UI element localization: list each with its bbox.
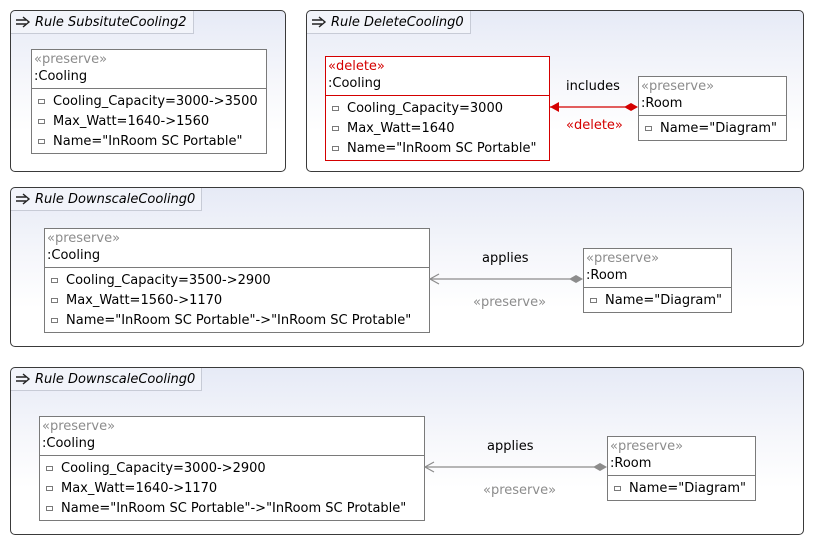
attribute-text: Name="InRoom SC Portable"->"InRoom SC Pr… bbox=[66, 312, 412, 328]
node-stereotype: «preserve» bbox=[586, 251, 660, 266]
node-attribute[interactable]: Max_Watt=1640 bbox=[332, 118, 549, 138]
attribute-text: Max_Watt=1640 bbox=[347, 120, 455, 136]
node-attribute[interactable]: Max_Watt=1640->1170 bbox=[46, 478, 424, 498]
rule-arrow-icon bbox=[16, 16, 31, 28]
rule-panel-subsitute-cooling2[interactable]: Rule SubsituteCooling2 «preserve» :Cooli… bbox=[10, 10, 286, 172]
node-cooling[interactable]: «preserve» :Cooling Cooling_Capacity=350… bbox=[44, 228, 430, 333]
attribute-text: Name="Diagram" bbox=[660, 120, 778, 136]
attribute-text: Cooling_Capacity=3000->3500 bbox=[53, 93, 258, 109]
rule-panel-downscale-cooling0-a[interactable]: Rule DownscaleCooling0 «preserve» :Cooli… bbox=[10, 187, 804, 347]
edge-applies[interactable] bbox=[11, 188, 805, 348]
node-stereotype: «preserve» bbox=[34, 52, 108, 67]
node-attribute[interactable]: Max_Watt=1640->1560 bbox=[38, 111, 266, 131]
attribute-icon bbox=[332, 105, 339, 111]
node-attribute[interactable]: Cooling_Capacity=3000->2900 bbox=[46, 458, 424, 478]
node-name: :Room bbox=[610, 456, 652, 471]
attribute-icon bbox=[614, 485, 621, 491]
attribute-icon bbox=[332, 125, 339, 131]
node-name: :Room bbox=[641, 96, 683, 111]
node-cooling-delete[interactable]: «delete» :Cooling Cooling_Capacity=3000 … bbox=[325, 56, 550, 161]
edge-stereotype: «preserve» bbox=[473, 295, 547, 310]
attribute-icon bbox=[51, 317, 58, 323]
edge-includes[interactable] bbox=[307, 11, 805, 173]
rule-header: Rule DownscaleCooling0 bbox=[11, 368, 203, 391]
rule-title: Rule DeleteCooling0 bbox=[331, 14, 464, 30]
node-attribute[interactable]: Cooling_Capacity=3000 bbox=[332, 98, 549, 118]
rule-panel-downscale-cooling0-b[interactable]: Rule DownscaleCooling0 «preserve» :Cooli… bbox=[10, 367, 804, 535]
attribute-icon bbox=[46, 465, 53, 471]
node-attribute[interactable]: Name="InRoom SC Portable"->"InRoom SC Pr… bbox=[46, 498, 424, 518]
rule-arrow-icon bbox=[312, 16, 327, 28]
edge-label: includes bbox=[566, 79, 620, 94]
node-name: :Cooling bbox=[34, 69, 88, 84]
attribute-icon bbox=[51, 277, 58, 283]
node-stereotype: «preserve» bbox=[47, 231, 121, 246]
rule-title: Rule DownscaleCooling0 bbox=[35, 191, 196, 207]
node-attribute[interactable]: Max_Watt=1560->1170 bbox=[51, 290, 429, 310]
node-stereotype: «preserve» bbox=[610, 439, 684, 454]
attribute-text: Cooling_Capacity=3000->2900 bbox=[61, 460, 266, 476]
attribute-icon bbox=[332, 145, 339, 151]
attribute-icon bbox=[46, 485, 53, 491]
attribute-text: Max_Watt=1640->1560 bbox=[53, 113, 210, 129]
node-attribute[interactable]: Name="InRoom SC Portable"->"InRoom SC Pr… bbox=[51, 310, 429, 330]
rule-title: Rule DownscaleCooling0 bbox=[35, 371, 196, 387]
node-name: :Room bbox=[586, 268, 628, 283]
node-room[interactable]: «preserve» :Room Name="Diagram" bbox=[638, 76, 787, 141]
edge-applies[interactable] bbox=[11, 368, 805, 536]
rule-title: Rule SubsituteCooling2 bbox=[35, 14, 187, 30]
node-attribute[interactable]: Name="Diagram" bbox=[614, 478, 755, 498]
rule-header: Rule DownscaleCooling0 bbox=[11, 188, 203, 211]
rule-arrow-icon bbox=[16, 373, 31, 385]
node-room[interactable]: «preserve» :Room Name="Diagram" bbox=[583, 248, 732, 313]
node-attribute[interactable]: Cooling_Capacity=3500->2900 bbox=[51, 270, 429, 290]
edge-label: applies bbox=[482, 251, 529, 266]
node-name: :Cooling bbox=[328, 76, 382, 91]
attribute-icon bbox=[645, 125, 652, 131]
edge-label: applies bbox=[487, 439, 534, 454]
edge-stereotype: «preserve» bbox=[483, 483, 557, 498]
node-stereotype: «preserve» bbox=[42, 419, 116, 434]
rule-arrow-icon bbox=[16, 193, 31, 205]
attribute-text: Name="InRoom SC Portable"->"InRoom SC Pr… bbox=[61, 500, 407, 516]
node-room[interactable]: «preserve» :Room Name="Diagram" bbox=[607, 436, 756, 501]
attribute-text: Name="InRoom SC Portable" bbox=[347, 140, 537, 156]
node-attribute[interactable]: Cooling_Capacity=3000->3500 bbox=[38, 91, 266, 111]
node-cooling[interactable]: «preserve» :Cooling Cooling_Capacity=300… bbox=[31, 49, 267, 154]
attribute-text: Max_Watt=1640->1170 bbox=[61, 480, 218, 496]
attribute-icon bbox=[38, 138, 45, 144]
attribute-icon bbox=[51, 297, 58, 303]
attribute-icon bbox=[38, 118, 45, 124]
attribute-icon bbox=[590, 297, 597, 303]
attribute-text: Cooling_Capacity=3000 bbox=[347, 100, 503, 116]
attribute-text: Name="InRoom SC Portable" bbox=[53, 133, 243, 149]
node-attribute[interactable]: Name="InRoom SC Portable" bbox=[38, 131, 266, 151]
node-cooling[interactable]: «preserve» :Cooling Cooling_Capacity=300… bbox=[39, 416, 425, 521]
node-attribute[interactable]: Name="Diagram" bbox=[590, 290, 731, 310]
edge-stereotype: «delete» bbox=[566, 118, 623, 133]
node-stereotype: «delete» bbox=[328, 59, 385, 74]
rule-panel-delete-cooling0[interactable]: Rule DeleteCooling0 «delete» :Cooling Co… bbox=[306, 10, 804, 172]
attribute-text: Name="Diagram" bbox=[629, 480, 747, 496]
rule-header: Rule SubsituteCooling2 bbox=[11, 11, 194, 34]
attribute-icon bbox=[46, 505, 53, 511]
node-attribute[interactable]: Name="Diagram" bbox=[645, 118, 786, 138]
node-name: :Cooling bbox=[47, 248, 101, 263]
node-name: :Cooling bbox=[42, 436, 96, 451]
attribute-text: Cooling_Capacity=3500->2900 bbox=[66, 272, 271, 288]
attribute-text: Name="Diagram" bbox=[605, 292, 723, 308]
attribute-text: Max_Watt=1560->1170 bbox=[66, 292, 223, 308]
node-stereotype: «preserve» bbox=[641, 79, 715, 94]
attribute-icon bbox=[38, 98, 45, 104]
rule-header: Rule DeleteCooling0 bbox=[307, 11, 471, 34]
node-attribute[interactable]: Name="InRoom SC Portable" bbox=[332, 138, 549, 158]
